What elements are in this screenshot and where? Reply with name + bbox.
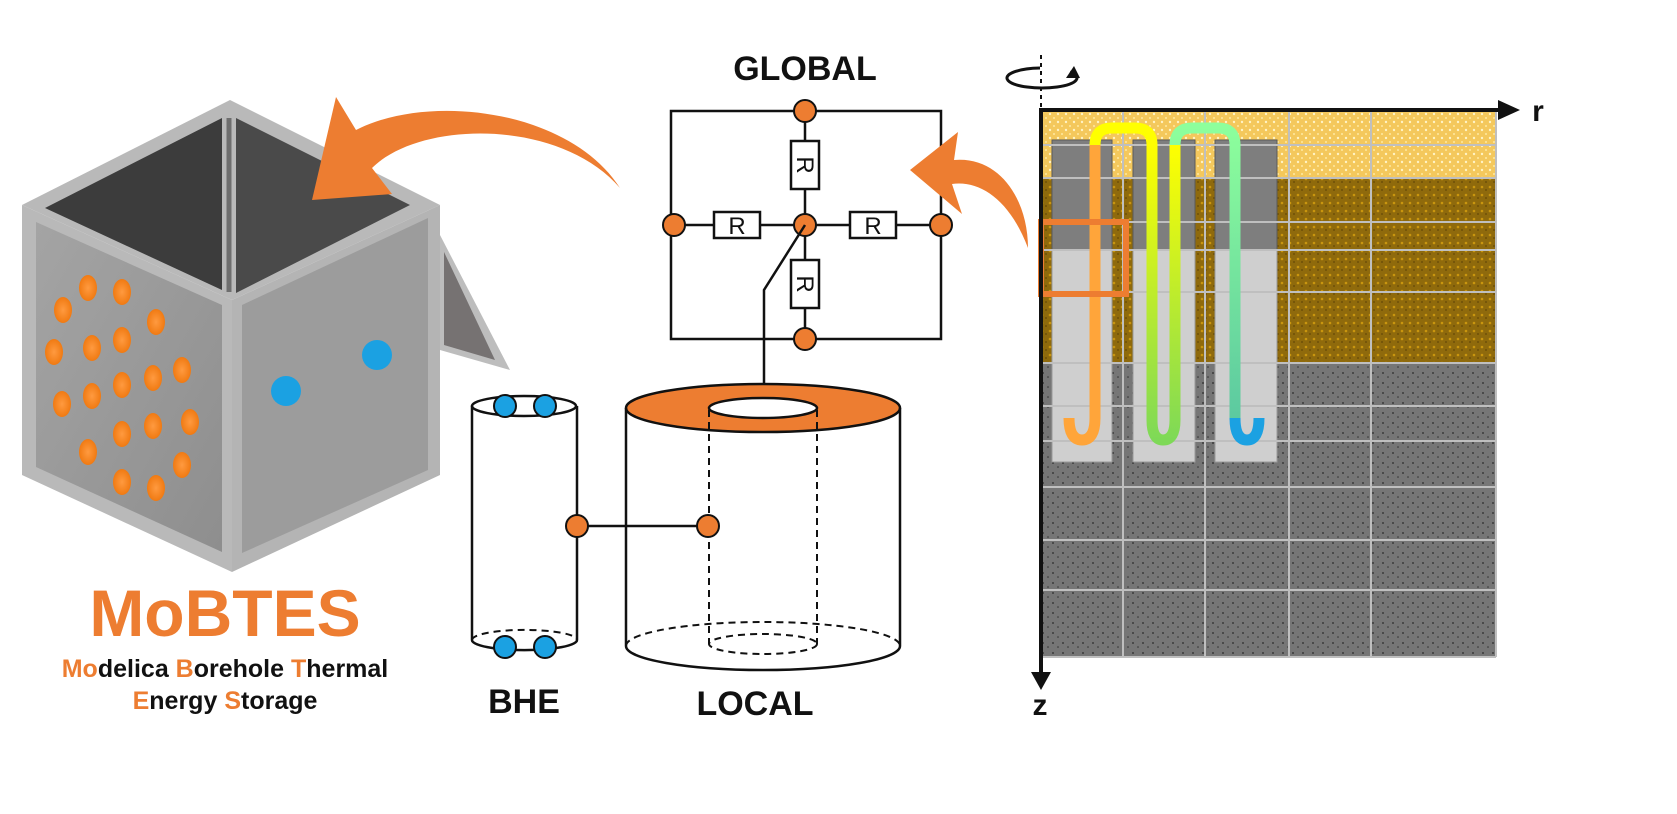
borehole-columns (1051, 139, 1278, 463)
global-label: GLOBAL (733, 50, 877, 88)
local-label: LOCAL (696, 685, 813, 723)
fluid-port-icon (533, 635, 557, 659)
fluid-port-icon (362, 340, 392, 370)
storage-box-illustration (22, 100, 510, 572)
fluid-port-icon (271, 376, 301, 406)
node-icon (565, 514, 589, 538)
u-tube-pipes (1063, 104, 1265, 446)
resistor-left: R (712, 210, 762, 240)
bhe-label: BHE (488, 683, 560, 721)
logo-subtitle-line-2: Energy Storage (133, 687, 318, 715)
local-cylinder: LOCAL (624, 382, 902, 723)
fluid-port-icon (493, 635, 517, 659)
resistor-bottom: R (789, 258, 821, 310)
resistor-right: R (848, 210, 898, 240)
resistor-top: R (789, 139, 821, 191)
axis-z-label: z (1033, 689, 1048, 722)
heat-exchanger-holes-icon (45, 275, 199, 501)
node-icon (793, 99, 817, 123)
logo-title: MoBTES (89, 576, 360, 650)
node-icon (793, 327, 817, 351)
bhe-cylinder: BHE (470, 394, 708, 721)
rotation-icon (1005, 66, 1080, 90)
curved-arrow-icon (312, 97, 620, 200)
curved-arrow-icon (910, 132, 1028, 248)
svg-text:R: R (728, 213, 745, 240)
svg-text:R: R (791, 156, 818, 173)
node-icon (696, 514, 720, 538)
logo-subtitle-line-1: Modelica Borehole Thermal (62, 655, 389, 683)
node-icon (929, 213, 953, 237)
svg-text:R: R (791, 275, 818, 292)
svg-text:R: R (864, 213, 881, 240)
node-icon (662, 213, 686, 237)
axis-r-label: r (1532, 95, 1544, 128)
ground-grid: r z (1005, 55, 1544, 722)
global-network: GLOBAL R R R R (662, 50, 953, 384)
fluid-port-icon (533, 394, 557, 418)
fluid-port-icon (493, 394, 517, 418)
